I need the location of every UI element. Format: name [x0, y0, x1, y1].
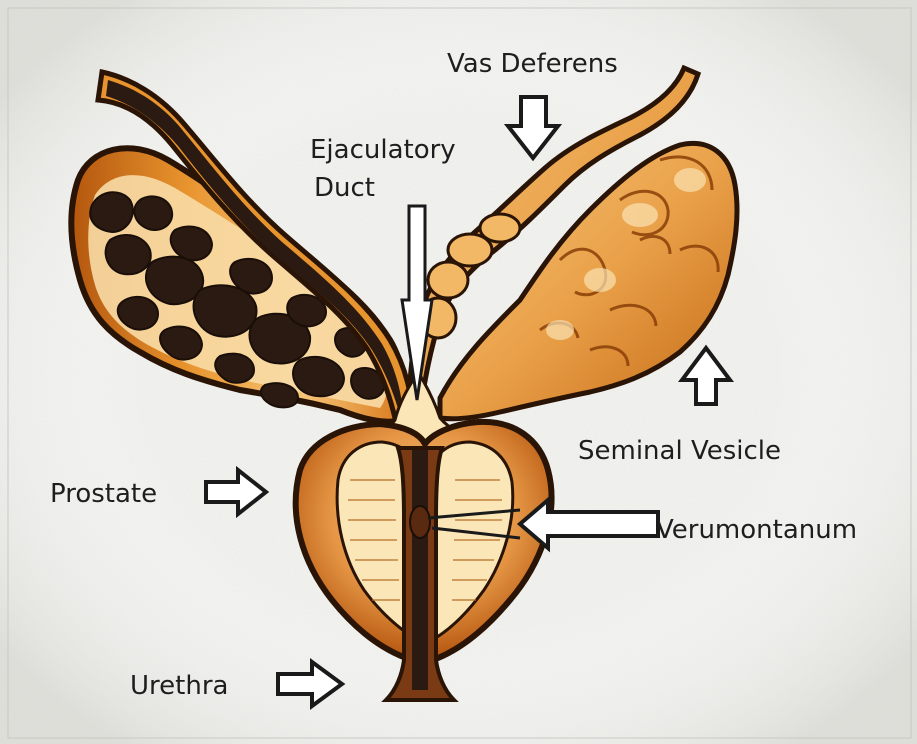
urethra-lumen — [412, 450, 428, 690]
label-urethra: Urethra — [130, 671, 228, 701]
label-vas-deferens: Vas Deferens — [447, 49, 618, 79]
label-ejaculatory-duct-line2: Duct — [314, 173, 375, 203]
label-seminal-vesicle: Seminal Vesicle — [578, 436, 781, 466]
label-ejaculatory-duct-line1: Ejaculatory — [310, 135, 456, 165]
verumontanum-mound — [410, 506, 430, 538]
label-verumontanum: Verumontanum — [656, 515, 857, 545]
label-prostate: Prostate — [50, 479, 157, 509]
